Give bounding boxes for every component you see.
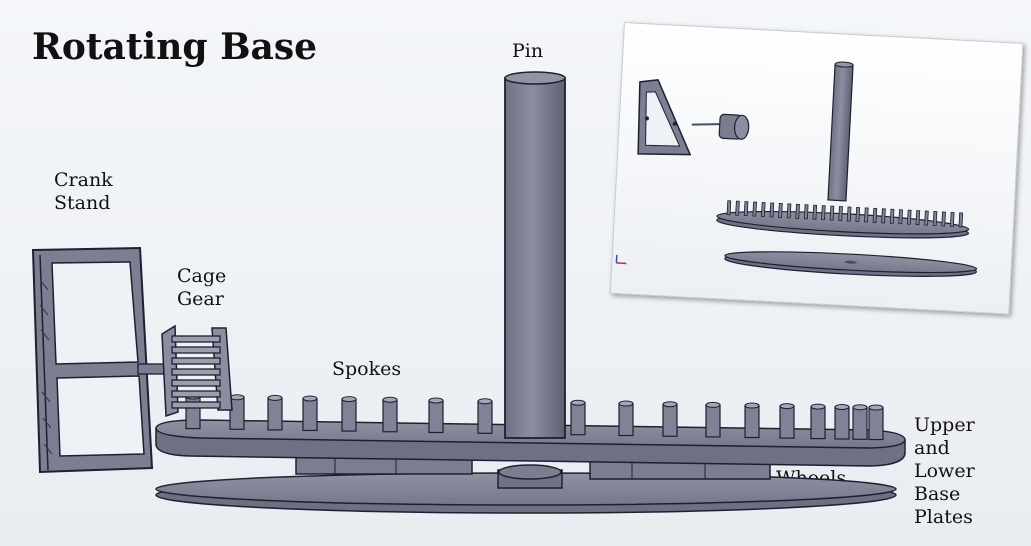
inset-spoke (906, 209, 912, 225)
spoke (705, 404, 721, 438)
inset-spoke (846, 206, 852, 222)
inset-spoke (881, 208, 886, 224)
inset-spoke (864, 207, 869, 223)
spoke-cap (229, 394, 245, 401)
inset-spoke (752, 201, 757, 217)
inset-spoke (795, 203, 800, 219)
spoke (834, 406, 850, 440)
spoke (810, 406, 826, 440)
cage-bar (171, 390, 221, 398)
inset-pin (827, 61, 854, 202)
spoke-cap (779, 403, 795, 410)
cage-bar (171, 368, 221, 376)
cage-bar (171, 346, 221, 354)
inset-upper-plate (716, 200, 970, 239)
inset-spoke (769, 202, 775, 218)
crank-stand (31, 246, 154, 474)
spoke (302, 397, 318, 432)
inset-spoke (898, 209, 903, 225)
spoke-cap (662, 401, 678, 408)
spoke (618, 402, 634, 437)
spoke-cap (744, 402, 760, 409)
inset-spoke (932, 211, 938, 227)
spoke-cap (618, 400, 634, 407)
spoke (477, 400, 493, 434)
spoke (779, 405, 795, 439)
cage-gear (161, 324, 233, 418)
label-cage-gear-line1: Cage (177, 265, 227, 287)
label-base-plates-line2: and (914, 437, 950, 459)
spoke (744, 404, 760, 439)
cage-bar (171, 357, 221, 365)
spoke (662, 403, 678, 437)
label-cage-gear-line2: Gear (177, 288, 224, 310)
spoke (852, 406, 868, 440)
inset-scene (615, 61, 978, 277)
label-crank-stand-line1: Crank (54, 169, 113, 191)
cage-bar (171, 379, 221, 387)
inset-spoke (941, 211, 946, 227)
spoke (428, 399, 444, 434)
inset-spoke (829, 205, 835, 221)
pin (497, 71, 566, 489)
spoke (267, 397, 283, 431)
spoke-cap (477, 398, 493, 405)
inset-spoke (786, 203, 792, 219)
label-pin: Pin (512, 40, 544, 62)
spoke-cap (705, 401, 721, 408)
spoke-cap (810, 403, 826, 410)
spoke-cap (834, 403, 850, 410)
spoke-cap (382, 396, 398, 403)
inset-lower-plate (724, 251, 978, 277)
spokes (185, 393, 884, 441)
inset-spoke (838, 206, 843, 222)
spoke (570, 402, 586, 436)
inset-spoke (778, 202, 783, 218)
spoke-cap (868, 404, 884, 411)
label-base-plates-line3: Lower (914, 460, 975, 482)
label-base-plates-line1: Upper (914, 414, 975, 436)
spoke-cap (302, 395, 318, 402)
inset-spoke (915, 210, 921, 226)
axis-triad-icon (615, 254, 627, 265)
spoke (868, 406, 884, 441)
spoke-cap (852, 404, 868, 411)
spoke-cap (267, 394, 283, 401)
spoke-cap (570, 399, 586, 406)
inset-spoke (949, 211, 955, 227)
inset-exploded-view (609, 22, 1024, 315)
inset-spoke (889, 208, 895, 224)
inset-spoke (872, 207, 878, 223)
label-base-plates-line5: Plates (914, 506, 973, 528)
inset-spoke (743, 201, 749, 217)
inset-spoke (855, 207, 861, 222)
cage-bar (171, 401, 221, 409)
inset-spoke (821, 205, 826, 221)
inset-spoke (803, 204, 809, 220)
spoke-cap (428, 397, 444, 404)
inset-spoke (812, 204, 818, 220)
label-spokes: Spokes (332, 358, 402, 380)
spoke (382, 399, 398, 433)
lower-base-plate (155, 472, 897, 514)
diagram-title: Rotating Base (32, 26, 317, 68)
label-base-plates-line4: Base (914, 483, 961, 505)
inset-spoke (735, 200, 740, 216)
label-crank-stand-line2: Stand (54, 192, 111, 214)
inset-spoke (726, 200, 732, 216)
cage-bar (171, 335, 221, 343)
spoke-cap (341, 396, 357, 403)
inset-cage-gear (691, 113, 750, 140)
spoke (341, 398, 357, 432)
inset-spoke (958, 212, 964, 228)
inset-spoke (760, 202, 766, 218)
inset-crank-stand (637, 79, 692, 156)
inset-spoke (924, 210, 929, 226)
